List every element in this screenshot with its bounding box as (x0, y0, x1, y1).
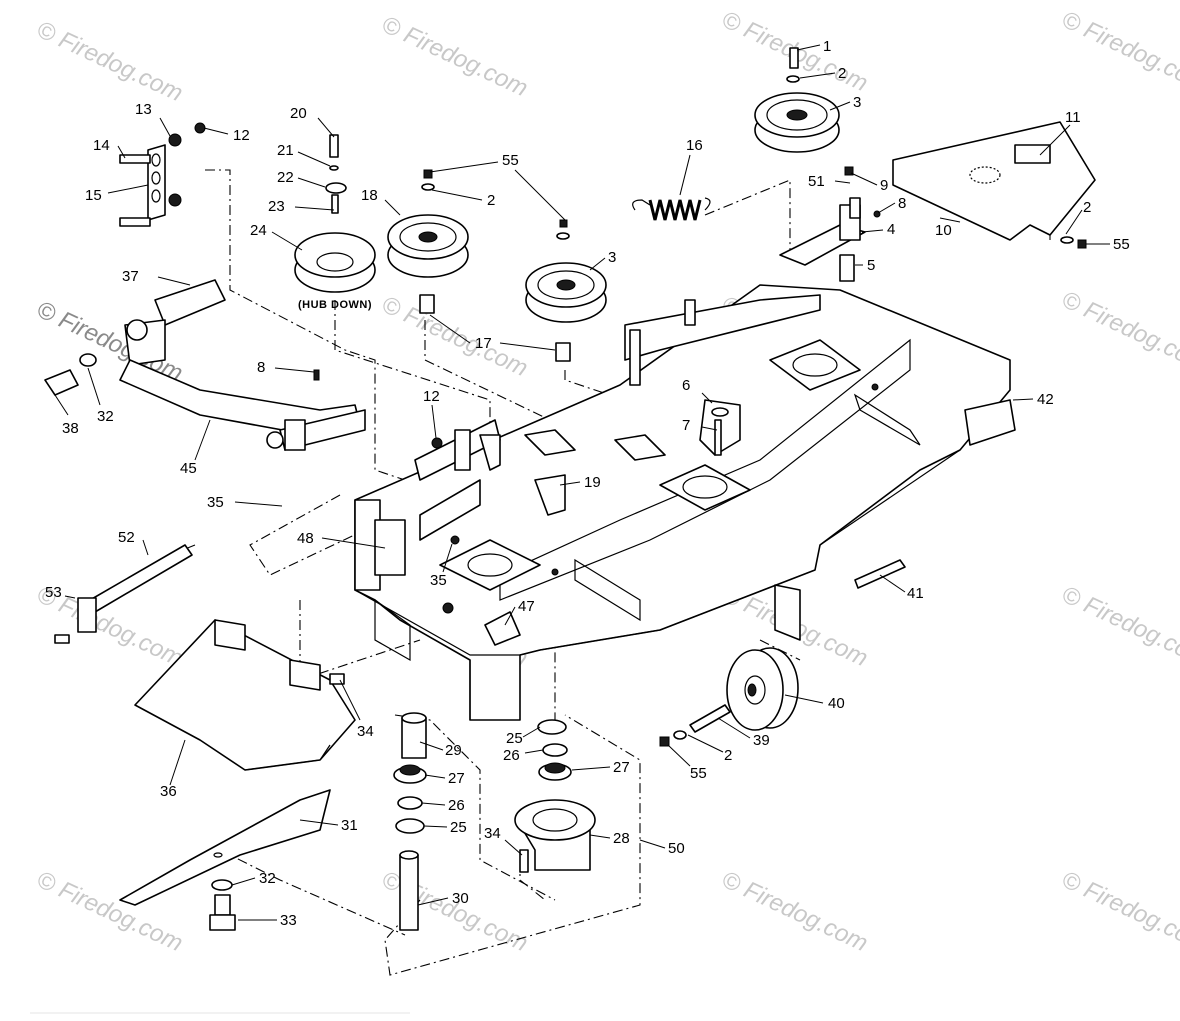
callout-35: 35 (430, 572, 447, 589)
callout-55: 55 (690, 765, 707, 782)
callout-40: 40 (828, 695, 845, 712)
callout-52: 52 (118, 529, 135, 546)
callout-13: 13 (135, 101, 152, 118)
callout-6: 6 (682, 377, 690, 394)
callout-45: 45 (180, 460, 197, 477)
callout-38: 38 (62, 420, 79, 437)
callout-28: 28 (613, 830, 630, 847)
spring (632, 197, 711, 221)
pulley-hub-down: (HUB DOWN) (294, 134, 376, 311)
callout-15: 15 (85, 187, 102, 204)
callout-42: 42 (1037, 391, 1054, 408)
callout-51: 51 (808, 173, 825, 190)
spindle-assembly (393, 712, 596, 931)
callout-23: 23 (268, 198, 285, 215)
callout-21: 21 (277, 142, 294, 159)
callout-7: 7 (682, 417, 690, 434)
callout-2: 2 (838, 65, 846, 82)
wheel (659, 647, 799, 747)
callout-32: 32 (259, 870, 276, 887)
callout-3: 3 (853, 94, 861, 111)
callout-26: 26 (448, 797, 465, 814)
callout-36: 36 (160, 783, 177, 800)
callout-35: 35 (207, 494, 224, 511)
watermark: © Firedog.com (1057, 286, 1180, 377)
callout-34: 34 (484, 825, 501, 842)
callout-labels: 1 2 3 11 16 55 20 13 12 14 21 22 15 23 1… (45, 38, 1130, 929)
callout-34: 34 (357, 723, 374, 740)
callout-1: 1 (823, 38, 831, 55)
callout-2: 2 (1083, 199, 1091, 216)
callout-31: 31 (341, 817, 358, 834)
callout-18: 18 (361, 187, 378, 204)
idler-arm (779, 166, 881, 282)
hub-down-note: (HUB DOWN) (298, 299, 372, 311)
callout-5: 5 (867, 257, 875, 274)
callout-47: 47 (518, 598, 535, 615)
watermark: © Firedog.com (377, 11, 531, 102)
callout-12: 12 (423, 388, 440, 405)
leader-lines (54, 44, 1110, 921)
callout-20: 20 (290, 105, 307, 122)
chain-assembly (119, 122, 206, 227)
callout-2: 2 (724, 747, 732, 764)
baffle (134, 619, 356, 771)
callout-39: 39 (753, 732, 770, 749)
callout-27: 27 (448, 770, 465, 787)
callout-8: 8 (257, 359, 265, 376)
callout-37: 37 (122, 268, 139, 285)
callout-12: 12 (233, 127, 250, 144)
callout-16: 16 (686, 137, 703, 154)
callout-3: 3 (608, 249, 616, 266)
callout-48: 48 (297, 530, 314, 547)
callout-55: 55 (502, 152, 519, 169)
watermark: © Firedog.com (1057, 866, 1180, 957)
callout-17: 17 (475, 335, 492, 352)
belt-cover (892, 121, 1096, 249)
watermark: © Firedog.com (717, 866, 871, 957)
lift-arm (44, 279, 366, 451)
callout-50: 50 (668, 840, 685, 857)
callout-30: 30 (452, 890, 469, 907)
callout-25: 25 (506, 730, 523, 747)
callout-9: 9 (880, 177, 888, 194)
callout-32: 32 (97, 408, 114, 425)
callout-4: 4 (887, 221, 895, 238)
callout-22: 22 (277, 169, 294, 186)
pulley-center (525, 219, 607, 323)
watermark: © Firedog.com (32, 16, 186, 107)
callout-14: 14 (93, 137, 110, 154)
watermark: © Firedog.com (1057, 581, 1180, 672)
callout-27: 27 (613, 759, 630, 776)
callout-33: 33 (280, 912, 297, 929)
callout-25: 25 (450, 819, 467, 836)
pulley-top-right (754, 47, 840, 153)
blade (119, 789, 331, 931)
callout-55: 55 (1113, 236, 1130, 253)
callout-29: 29 (445, 742, 462, 759)
watermark: © Firedog.com (1057, 6, 1180, 97)
rod-assembly (54, 544, 193, 644)
callout-19: 19 (584, 474, 601, 491)
callout-11: 11 (1065, 109, 1081, 126)
pulley-left-idler (387, 169, 571, 362)
callout-26: 26 (503, 747, 520, 764)
callout-41: 41 (907, 585, 924, 602)
callout-24: 24 (250, 222, 267, 239)
carriage-bolt (854, 559, 906, 589)
callout-53: 53 (45, 584, 62, 601)
watermark: © Firedog.com (377, 291, 531, 382)
mower-deck (354, 284, 1016, 721)
callout-10: 10 (935, 222, 952, 239)
callout-8: 8 (898, 195, 906, 212)
callout-2: 2 (487, 192, 495, 209)
